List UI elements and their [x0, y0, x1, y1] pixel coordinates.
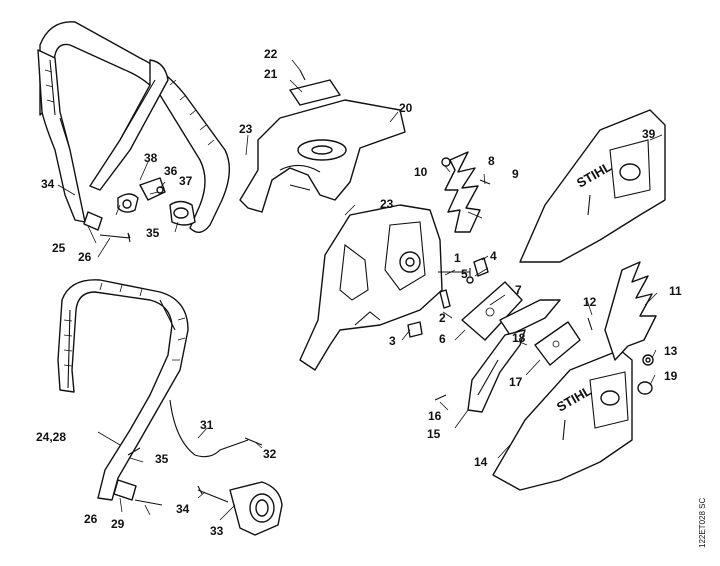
vibration-mount-parts: [83, 177, 196, 243]
sprocket-cover-lower: STIHL: [492, 349, 633, 491]
crankcase: [299, 204, 471, 371]
callout-25-lower: 26: [84, 512, 98, 526]
callout-23-upper: 23: [239, 122, 253, 136]
callout-26-lower: 29: [111, 517, 125, 531]
callout-18: 18: [512, 331, 526, 345]
callout-17: 17: [509, 375, 523, 389]
callout-7: 7: [515, 283, 522, 297]
callout-13: 13: [664, 344, 678, 358]
callout-15: 15: [427, 427, 441, 441]
front-handle-upper: [37, 21, 230, 233]
callout-8: 8: [488, 154, 495, 168]
guide-plates: [461, 281, 561, 341]
cover-nuts: [434, 317, 654, 401]
bar-nut-parts: [466, 257, 489, 284]
callout-14: 14: [474, 455, 488, 469]
rear-bracket: [197, 481, 283, 536]
callout-16: 16: [428, 409, 442, 423]
callout-3: 3: [389, 334, 396, 348]
callout-31: 33: [210, 524, 224, 538]
callout-1: 1: [454, 251, 461, 265]
callout-19: 19: [664, 369, 678, 383]
side-plate: [534, 321, 581, 366]
callout-6: 6: [439, 332, 446, 346]
sprocket-cover-upper: STIHL: [519, 109, 666, 263]
callout-12: 12: [583, 295, 597, 309]
callout-25-upper: 25: [52, 241, 66, 255]
callout-33: 35: [155, 452, 169, 466]
callout-30: 32: [263, 447, 277, 461]
callout-21: 21: [264, 67, 278, 81]
callout-36: 36: [164, 164, 178, 178]
figure-code: 122ET028 SC: [698, 497, 707, 548]
chain-tensioner: [467, 329, 526, 413]
callout-37: 37: [179, 174, 193, 188]
callout-11: 11: [669, 284, 682, 298]
callout-4: 4: [490, 249, 497, 263]
callout-29: 31: [200, 418, 214, 432]
top-cover: [239, 69, 406, 213]
callout-23-lower: 23: [380, 197, 394, 211]
chain-catcher-lower: [604, 261, 657, 361]
callout-26-upper: 26: [78, 250, 92, 264]
callout-32: 34: [176, 502, 190, 516]
callout-9: 9: [512, 167, 519, 181]
callout-5: 5: [461, 267, 468, 281]
handle-bar-lower: [57, 279, 189, 506]
chain-catcher: [441, 151, 491, 233]
callout-2: 2: [439, 311, 446, 325]
callout-38: 38: [144, 151, 158, 165]
callout-20: 20: [399, 101, 413, 115]
callout-35: 35: [146, 226, 160, 240]
callout-39: 39: [642, 127, 656, 141]
callout-34: 34: [41, 177, 55, 191]
callout-24-28: 24,28: [36, 430, 67, 444]
callout-10: 10: [414, 165, 428, 179]
callout-22: 22: [264, 47, 278, 61]
leader-lines: [57, 59, 663, 521]
throttle-cable: [169, 399, 263, 458]
